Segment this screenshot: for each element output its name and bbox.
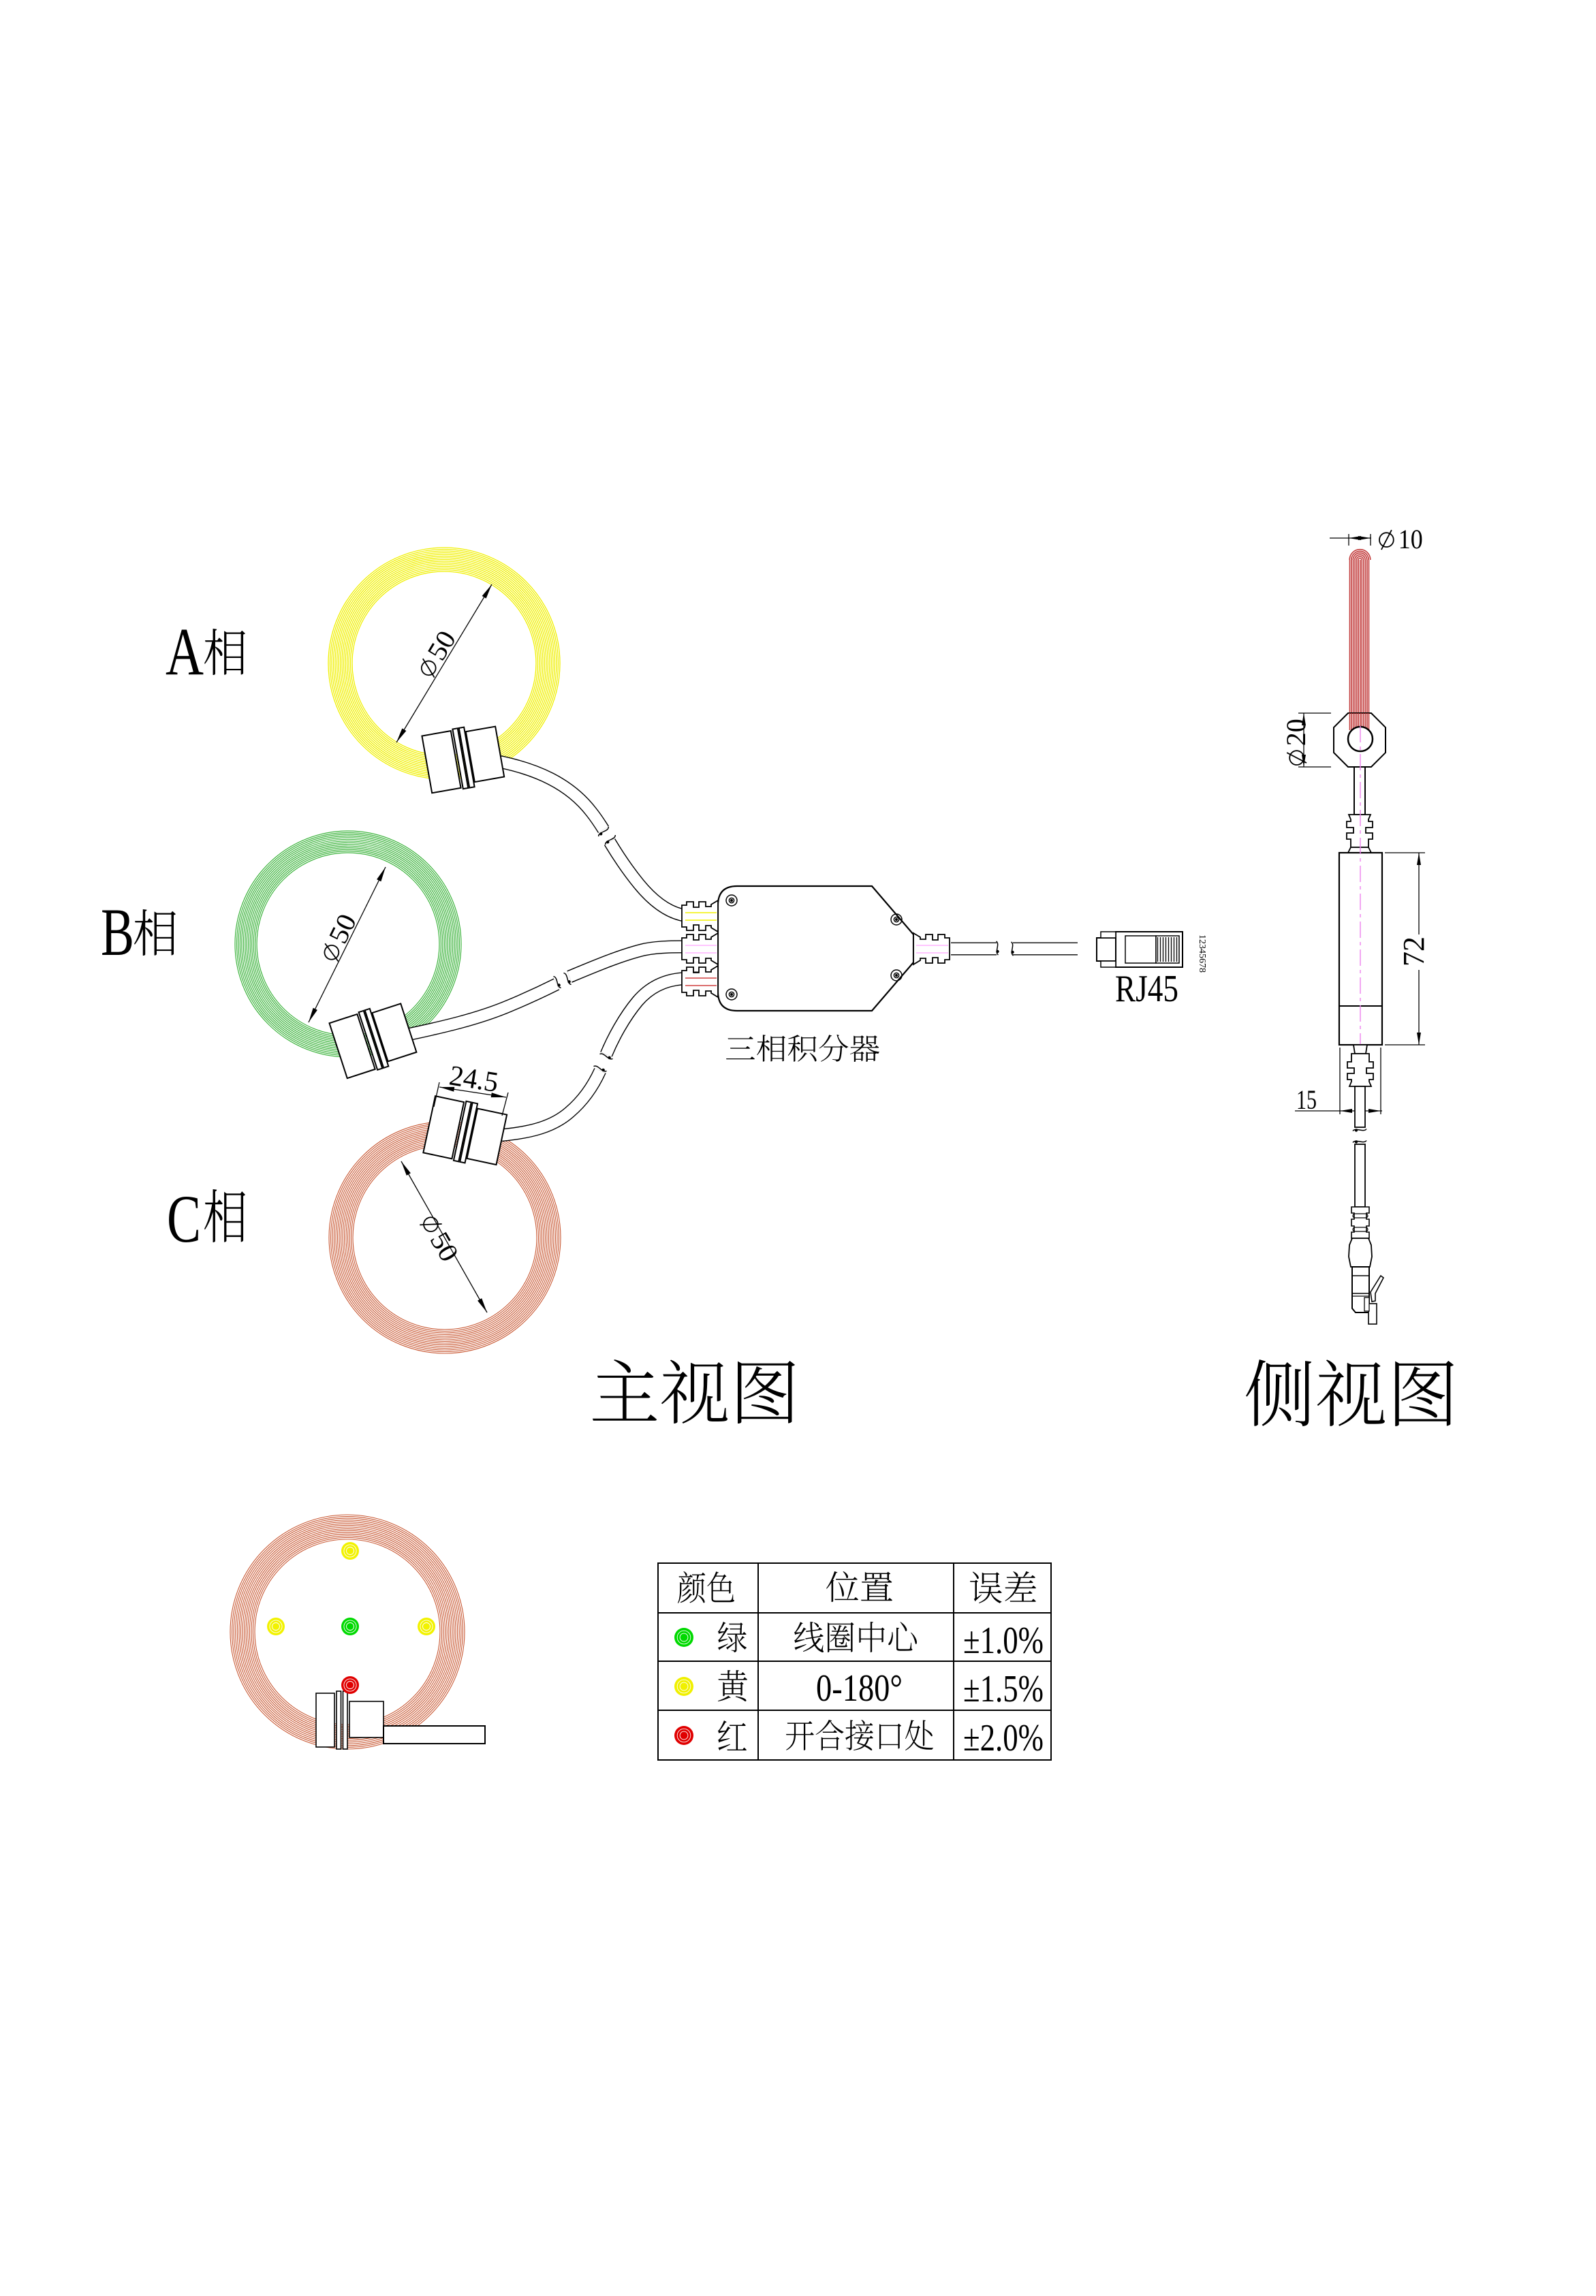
- svg-text:±2.0%: ±2.0%: [963, 1717, 1044, 1759]
- svg-text:12345678: 12345678: [1197, 934, 1207, 973]
- svg-text:A: A: [166, 614, 204, 689]
- svg-text:72: 72: [1397, 937, 1430, 966]
- svg-text:24.5: 24.5: [447, 1060, 500, 1099]
- svg-text:20: 20: [1281, 719, 1311, 746]
- svg-text:C: C: [167, 1181, 201, 1257]
- svg-text:10: 10: [1398, 524, 1423, 554]
- svg-text:RJ45: RJ45: [1115, 968, 1178, 1010]
- svg-text:0-180°: 0-180°: [816, 1667, 903, 1710]
- svg-text:±1.0%: ±1.0%: [963, 1620, 1044, 1662]
- svg-text:15: 15: [1296, 1084, 1317, 1115]
- svg-text:±1.5%: ±1.5%: [963, 1668, 1044, 1710]
- svg-text:B: B: [101, 894, 134, 970]
